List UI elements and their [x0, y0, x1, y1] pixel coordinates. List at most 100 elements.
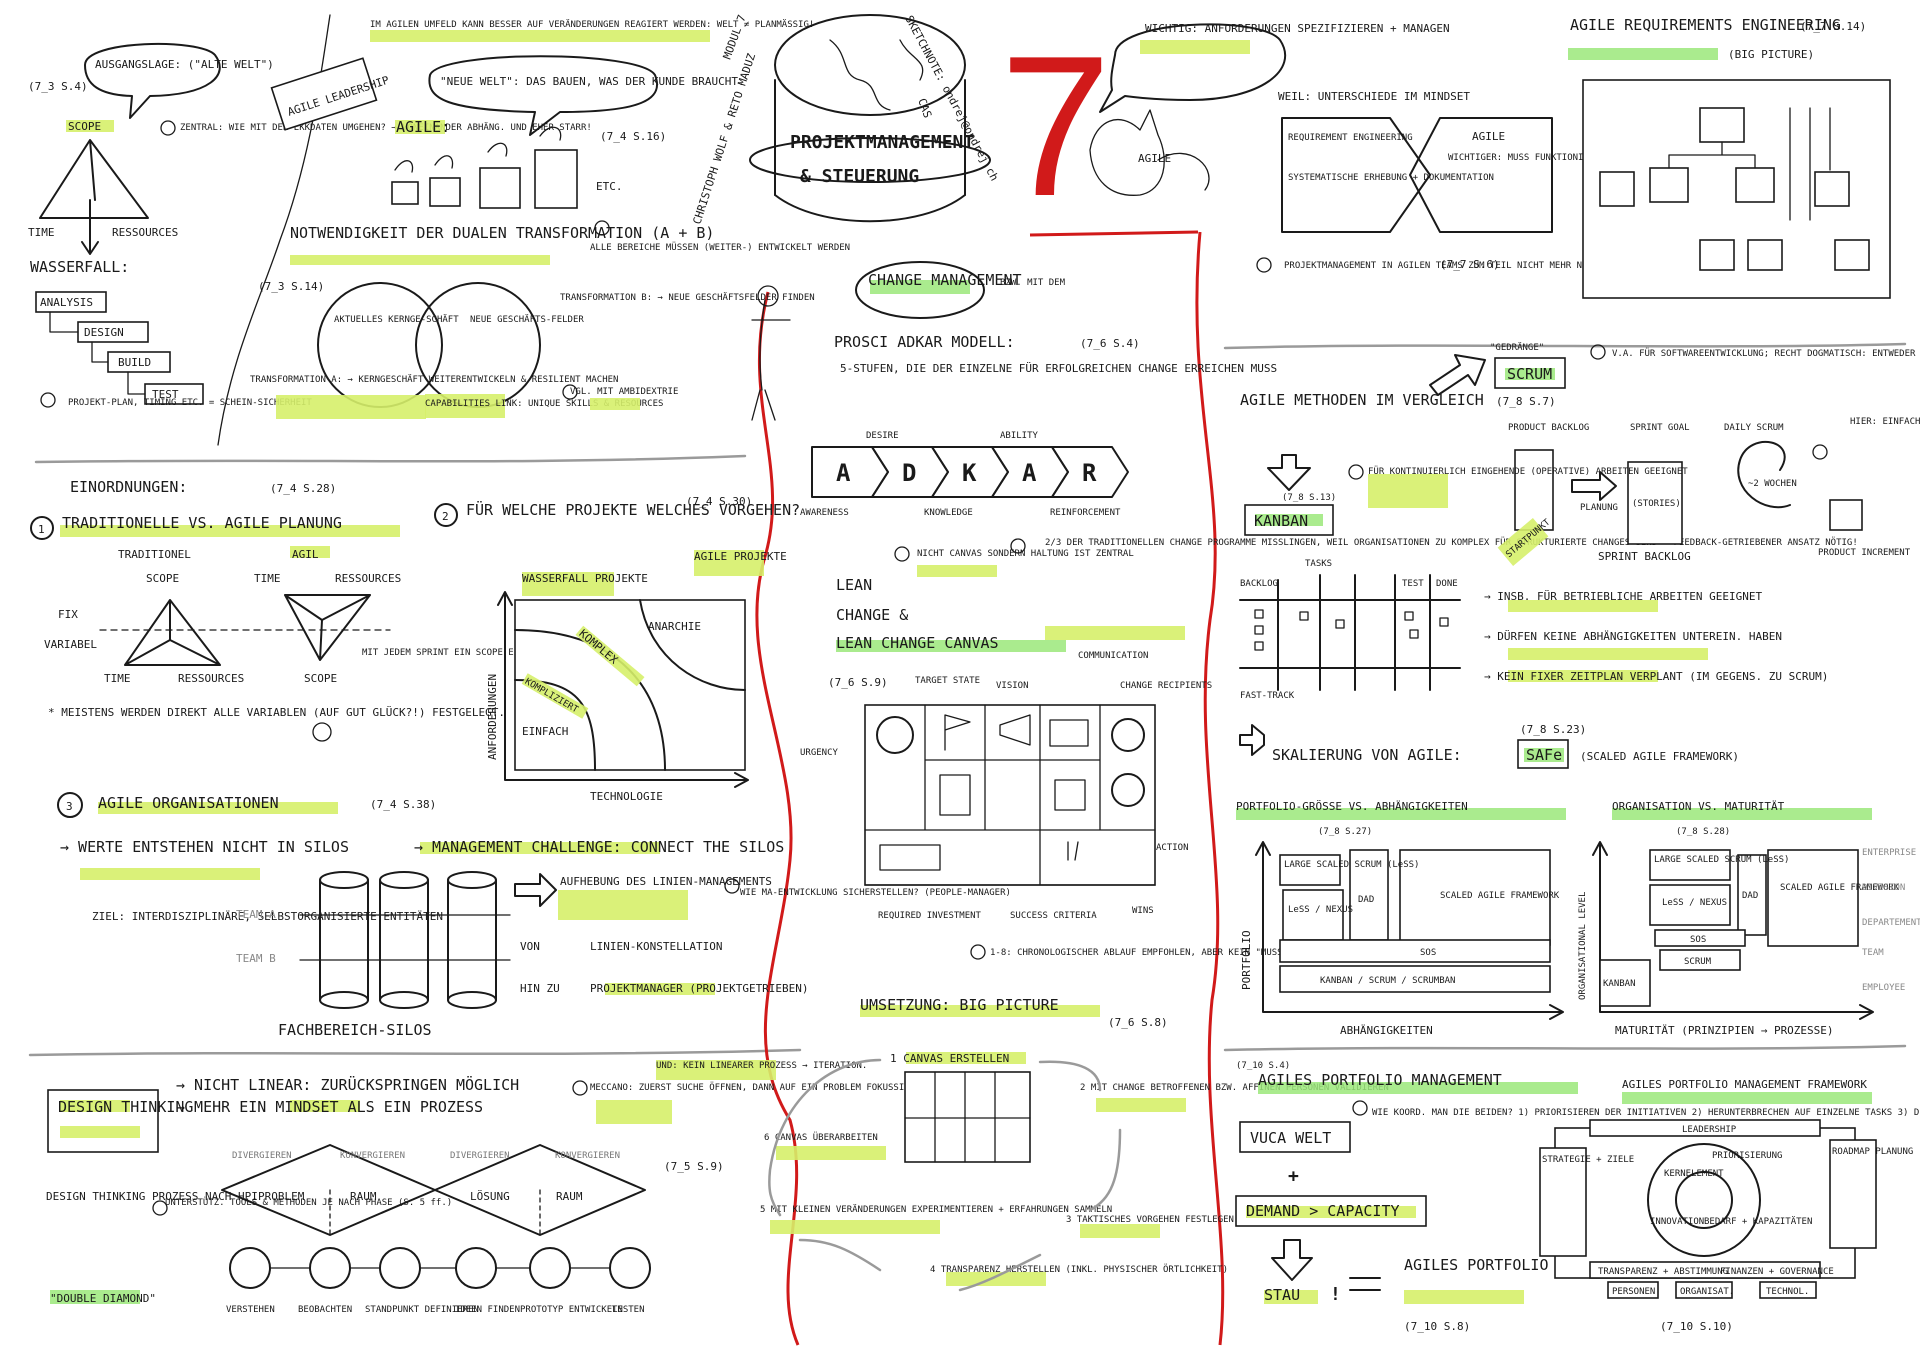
lightbulb-icon [970, 944, 986, 960]
re-label: REQUIREMENT ENGINEERING [1288, 133, 1413, 143]
mehr-mindset: → MEHR EIN MINDSET ALS EIN PROZESS [176, 1098, 483, 1116]
apm-framework-diagram [1539, 1119, 1877, 1299]
notwendigkeit: NOTWENDIGKEIT DER DUALEN TRANSFORMATION … [290, 224, 714, 242]
linien-text: LINIEN-KONSTELLATION [590, 940, 722, 953]
change-recipients: CHANGE RECIPIENTS [1120, 681, 1212, 691]
agile-intro: IM AGILEN UMFELD KANN BESSER AUF VERÄNDE… [370, 19, 814, 30]
adkar-k: K [962, 459, 977, 487]
mat-less: LeSS / NEXUS [1662, 898, 1727, 908]
umsetzung-step2: 2 MIT CHANGE BETROFFENEN BZW. AFFINEN PE… [1080, 1083, 1389, 1093]
agil-resources: RESSOURCES [335, 572, 401, 585]
nicht-canvas: NICHT CANVAS SONDERN HALTUNG IST ZENTRAL [917, 549, 1134, 559]
section-dividers [28, 230, 1907, 1346]
lean-title1: LEAN [836, 576, 872, 594]
money-icon [879, 844, 941, 871]
kon1: KONVERGIEREN [340, 1151, 405, 1161]
lean-ref: (7_6 S.9) [828, 676, 888, 689]
div2: DIVERGIEREN [450, 1151, 510, 1161]
level-departement: DEPARTEMENT [1862, 918, 1920, 928]
anforderungen-axis: ANFORDERUNGEN [486, 674, 499, 760]
three-title: AGILE ORGANISATIONEN [98, 794, 279, 812]
lightbulb-icon [894, 546, 910, 562]
team-b: TEAM B [236, 952, 276, 965]
design-step-icons [229, 1247, 651, 1289]
wasserfall-label: WASSERFALL: [30, 258, 129, 276]
test-label: TEST [1402, 579, 1424, 589]
title-block: PROJEKTMANAGEMENT & STEUERUNG MODUL 7 CA… [690, 13, 1111, 238]
stau-excl: ! [1330, 1284, 1341, 1305]
figure-icon [379, 1247, 421, 1289]
einordnung-two: 2 [442, 510, 449, 523]
target-state: TARGET STATE [915, 676, 980, 686]
planung: PLANUNG [1580, 503, 1618, 513]
re-text: SYSTEMATISCHE ERHEBUNG + DOKUMENTATION [1288, 173, 1494, 183]
mat-safe: SCALED AGILE FRAMEWORK [1780, 883, 1900, 893]
pm-note: PROJEKTMANAGEMENT IN AGILEN TEAMS ZUM TE… [1284, 260, 1723, 271]
safe-ref: (7_8 S.23) [1520, 723, 1586, 736]
title-cas: CAS [915, 97, 934, 120]
fw-innovation: INNOVATION [1650, 1217, 1704, 1227]
fast-track: FAST-TRACK [1240, 691, 1295, 701]
stories: (STORIES) [1632, 499, 1681, 509]
adkar-awareness: AWARENESS [800, 508, 849, 518]
ausgangslage-section: (7_3 S.4) AUSGANGSLAGE: ("ALTE WELT") SC… [28, 42, 592, 408]
two-ref: (7_4 S.30) [686, 495, 752, 508]
agil-scope: SCOPE [304, 672, 337, 685]
fw-organisat: ORGANISAT. [1680, 1287, 1734, 1297]
big-picture-diagram [1582, 79, 1891, 299]
problem-label: PROBLEM [258, 1190, 305, 1203]
pf-kanban: KANBAN / SCRUM / SCRUMBAN [1320, 976, 1455, 986]
mat-kanban: KANBAN [1603, 979, 1636, 989]
ziel-text: ZIEL: INTERDISZIPLINÄRE, SELBSTORGANISIE… [92, 910, 443, 923]
transform-b: TRANSFORMATION B: → NEUE GESCHÄFTSFELDER… [560, 292, 815, 303]
agile-methoden-section: AGILE METHODEN IM VERGLEICH "GEDRÄNGE" S… [1239, 342, 1920, 769]
time-label: TIME [28, 226, 55, 239]
pf-less: LeSS / NEXUS [1288, 905, 1353, 915]
nicht-linear: → NICHT LINEAR: ZURÜCKSPRINGEN MÖGLICH [176, 1075, 519, 1094]
step-beobachten: BEOBACHTEN [298, 1305, 352, 1315]
umsetzung-step4: 4 TRANSPARENZ HERSTELLEN (INKL. PHYSISCH… [930, 1264, 1228, 1275]
fw-transparenz: TRANSPARENZ + ABSTIMMUNG [1598, 1267, 1728, 1277]
wasserfall-projekte: WASSERFALL PROJEKTE [522, 572, 648, 585]
stau: STAU [1264, 1286, 1300, 1304]
design-ref: (7_5 S.9) [664, 1160, 724, 1173]
lean-title3: LEAN CHANGE CANVAS [836, 634, 999, 652]
zentral-note: ZENTRAL: WIE MIT DEN EKKDATEN UMGEHEN? →… [180, 122, 592, 133]
pf-dad: DAD [1358, 895, 1374, 905]
change-bzw: BZW. MIT DEM [1000, 278, 1066, 288]
vuca: VUCA WELT [1250, 1129, 1331, 1147]
change-title: CHANGE MANAGEMENT [868, 271, 1022, 289]
portfolio-chart-title: PORTFOLIO-GRÖSSE VS. ABHÄNGIGKEITEN [1236, 800, 1468, 813]
capabilities: CAPABILITIES LINK: UNIQUE SKILLS & RESOU… [425, 399, 663, 409]
cat-label: AGILE [1138, 152, 1171, 165]
kanban-note: FÜR KONTINUIERLICH EINGEHENDE (OPERATIVE… [1368, 466, 1688, 477]
required-investment: REQUIRED INVESTMENT [878, 911, 982, 921]
step-ideen: IDEEN FINDEN [455, 1305, 520, 1315]
agile-label: AGILE: [396, 118, 450, 136]
clipboard-icon [939, 774, 971, 816]
mat-dad: DAD [1742, 891, 1758, 901]
apm-ref2: (7_10 S.8) [1404, 1320, 1470, 1333]
kanban-bullet1: → INSB. FÜR BETRIEBLICHE ARBEITEN GEEIGN… [1484, 590, 1763, 603]
fix-label: FIX [58, 608, 78, 621]
wie-note: WIE MA-ENTWICKLUNG SICHERSTELLEN? (PEOPL… [740, 888, 1011, 898]
kanban-board [1239, 574, 1461, 691]
step-analysis: ANALYSIS [40, 296, 93, 309]
backlog-label: BACKLOG [1240, 579, 1278, 589]
projekt-note: PROJEKT-PLAN, TIMING ETC. = SCHEIN-SICHE… [68, 398, 312, 408]
stufen-text: 5-STUFEN, DIE DER EINZELNE FÜR ERFOLGREI… [840, 362, 1277, 375]
adkar-a2: A [1022, 459, 1037, 487]
umsetzung-step3: 3 TAKTISCHES VORGEHEN FESTLEGEN [1066, 1215, 1234, 1225]
adkar-a1: A [836, 459, 851, 487]
person-icon [757, 285, 779, 307]
scrum-ref: (7_8 S.7) [1496, 395, 1556, 408]
lightbulb-icon [152, 1200, 168, 1216]
double-diamond: "DOUBLE DIAMOND" [50, 1292, 156, 1305]
meistens-note: * MEISTENS WERDEN DIREKT ALLE VARIABLEN … [48, 706, 505, 719]
fw-priorisierung: PRIORISIERUNG [1712, 1151, 1782, 1161]
kanban-ref: (7_8 S.13) [1282, 493, 1336, 503]
einordnungen-section: EINORDNUNGEN: (7_4 S.28) 1 TRADITIONELLE… [30, 478, 1011, 1039]
fw-bedarf: BEDARF + KAPAZITÄTEN [1704, 1216, 1812, 1227]
adkar-ability: ABILITY [1000, 431, 1039, 441]
